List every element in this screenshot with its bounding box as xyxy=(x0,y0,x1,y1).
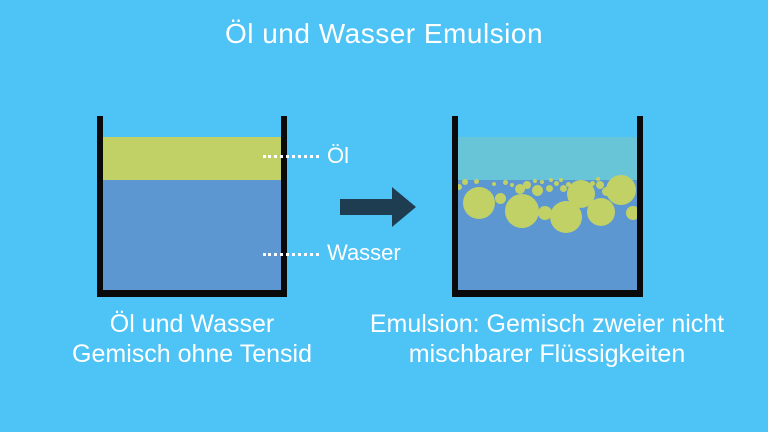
oil-droplet xyxy=(559,184,567,192)
oil-droplet xyxy=(532,178,538,184)
caption-left-line1: Öl und Wasser xyxy=(109,310,275,338)
beaker-wall-right xyxy=(281,116,287,297)
oil-droplet xyxy=(565,181,571,187)
oil-droplet xyxy=(558,177,564,183)
oil-droplet xyxy=(463,187,495,219)
oil-droplet xyxy=(538,206,552,220)
water-layer xyxy=(103,180,281,290)
oil-leader-line xyxy=(263,155,319,158)
oil-label: Öl xyxy=(327,143,349,168)
arrow-right-icon xyxy=(340,187,416,227)
oil-droplet xyxy=(606,175,636,205)
oil-droplet xyxy=(509,182,515,188)
oil-droplet xyxy=(523,181,531,189)
oil-droplet xyxy=(491,181,497,187)
page-title: Öl und Wasser Emulsion xyxy=(224,18,544,49)
oil-droplet xyxy=(456,184,462,190)
caption-left-line2: Gemisch ohne Tensid xyxy=(72,340,312,368)
oil-droplet xyxy=(494,192,506,204)
oil-droplet xyxy=(595,176,601,182)
caption-right: Emulsion: Gemisch zweier nicht mischbare… xyxy=(347,309,747,369)
oil-droplet xyxy=(553,180,559,186)
oil-droplet xyxy=(473,178,479,184)
beaker-bottom xyxy=(452,290,643,297)
oil-layer xyxy=(103,137,281,180)
oil-droplet xyxy=(515,184,525,194)
beaker-bottom xyxy=(97,290,287,297)
oil-droplet xyxy=(539,179,545,185)
oil-droplet xyxy=(462,179,468,185)
beaker-wall-left xyxy=(97,116,103,297)
oil-droplet xyxy=(601,186,611,196)
oil-droplet xyxy=(589,180,595,186)
oil-droplet xyxy=(587,198,615,226)
beaker-wall-left xyxy=(452,116,458,297)
oil-droplet xyxy=(596,181,604,189)
beaker-emulsion xyxy=(452,116,643,297)
water-leader-line xyxy=(263,253,319,256)
oil-droplet xyxy=(548,177,554,183)
oil-droplet xyxy=(626,206,640,220)
water-label: Wasser xyxy=(327,240,401,265)
oil-droplet xyxy=(531,184,543,196)
caption-right-line1: Emulsion: Gemisch zweier nicht xyxy=(369,310,725,338)
caption-left: Öl und Wasser Gemisch ohne Tensid xyxy=(42,309,342,369)
beaker-wall-right xyxy=(637,116,643,297)
oil-droplet xyxy=(545,184,553,192)
beaker-separated xyxy=(97,116,287,297)
teal-layer xyxy=(458,137,637,180)
oil-droplet xyxy=(505,194,539,228)
droplet-layer xyxy=(452,116,643,297)
oil-droplet xyxy=(502,179,508,185)
caption-right-line2: mischbarer Flüssigkeiten xyxy=(408,340,686,368)
